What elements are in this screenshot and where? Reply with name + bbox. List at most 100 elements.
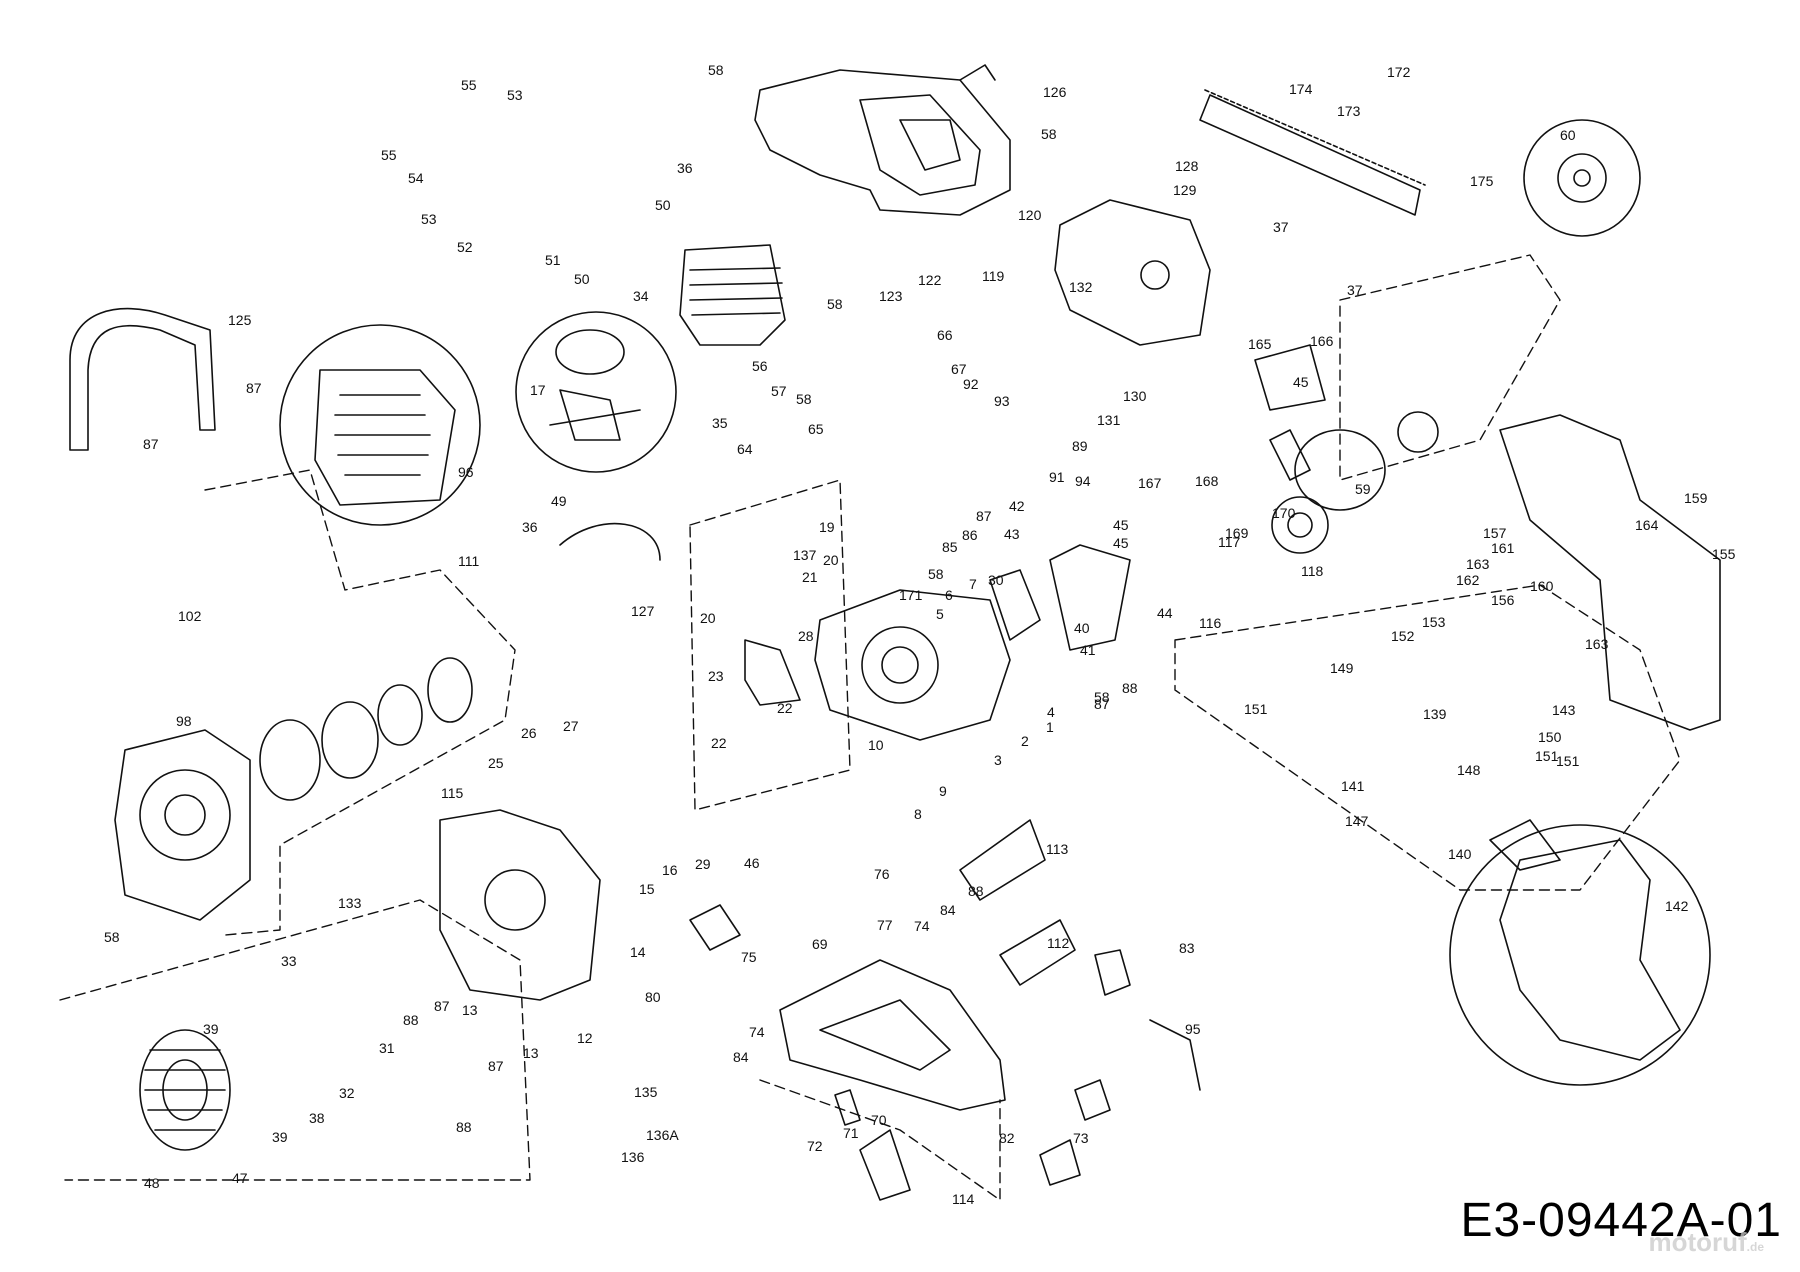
callout-label: 120	[1018, 207, 1042, 223]
callout-label: 52	[457, 239, 473, 255]
callout-label: 1	[1046, 719, 1054, 735]
callout-label: 72	[807, 1138, 823, 1154]
callout-label: 75	[741, 949, 757, 965]
small-parts	[559, 344, 1561, 1201]
callout-label: 12	[577, 1030, 593, 1046]
callout-label: 13	[462, 1002, 478, 1018]
callout-label: 14	[630, 944, 646, 960]
callout-label: 17	[530, 382, 546, 398]
callout-label: 136A	[646, 1127, 679, 1143]
callout-label: 48	[144, 1175, 160, 1191]
clutch-drum-circle	[1523, 119, 1641, 237]
callout-label: 23	[708, 668, 724, 684]
fan-housing-circle	[279, 324, 481, 526]
callout-label: 25	[488, 755, 504, 771]
callout-label: 87	[246, 380, 262, 396]
callout-label: 74	[914, 918, 930, 934]
callout-label: 112	[1047, 935, 1070, 951]
callout-label: 159	[1684, 490, 1708, 506]
diagram-part-code: E3-09442A-01	[1460, 1194, 1782, 1247]
callout-label: 140	[1448, 846, 1472, 862]
callout-label: 77	[877, 917, 893, 933]
callout-label: 93	[994, 393, 1010, 409]
rear-handle	[779, 959, 1006, 1111]
callout-label: 117	[1218, 534, 1241, 550]
callout-label: 153	[1422, 614, 1446, 630]
callout-label: 116	[1199, 615, 1222, 631]
crankcase	[814, 589, 1011, 741]
callout-label: 20	[823, 552, 839, 568]
callout-label: 163	[1585, 636, 1609, 652]
callout-label: 58	[928, 566, 944, 582]
callout-label: 92	[963, 376, 979, 392]
callout-label: 21	[802, 569, 818, 585]
callout-label: 151	[1535, 748, 1559, 764]
callout-label: 6	[945, 587, 953, 603]
callout-label: 35	[712, 415, 728, 431]
callout-label: 168	[1195, 473, 1219, 489]
callout-label: 43	[1004, 526, 1020, 542]
callout-label: 58	[104, 929, 120, 945]
callout-label: 169	[1225, 525, 1249, 541]
flywheel	[139, 1029, 231, 1151]
callout-label: 147	[1345, 813, 1369, 829]
callout-label: 131	[1097, 412, 1121, 428]
callout-label: 8	[914, 806, 922, 822]
callout-label: 88	[968, 883, 984, 899]
callout-label: 157	[1483, 525, 1507, 541]
callout-label: 86	[962, 527, 978, 543]
callout-label: 136	[621, 1149, 645, 1165]
callout-label: 135	[634, 1084, 658, 1100]
callout-label: 166	[1310, 333, 1334, 349]
callout-label: 175	[1470, 173, 1494, 189]
callout-label: 84	[733, 1049, 749, 1065]
callout-label: 89	[1072, 438, 1088, 454]
watermark-text: motoruf	[1648, 1227, 1747, 1257]
callout-label: 33	[281, 953, 297, 969]
callout-label: 151	[1556, 753, 1580, 769]
callout-label: 126	[1043, 84, 1067, 100]
callout-label: 123	[879, 288, 903, 304]
guide-bar	[1199, 89, 1426, 216]
callout-label: 58	[796, 391, 812, 407]
callout-label: 133	[338, 895, 362, 911]
callout-label: 55	[381, 147, 397, 163]
callout-label: 9	[939, 783, 947, 799]
callout-label: 29	[695, 856, 711, 872]
watermark-logo: motoruf.de	[1648, 1227, 1764, 1258]
callout-label: 125	[228, 312, 252, 328]
callout-label: 132	[1069, 279, 1093, 295]
callout-label: 49	[551, 493, 567, 509]
callout-label: 95	[1185, 1021, 1201, 1037]
cylinder	[679, 244, 786, 346]
group-boundaries	[59, 254, 1681, 1201]
callout-label: 39	[203, 1021, 219, 1037]
callout-label: 87	[976, 508, 992, 524]
callout-label: 128	[1175, 158, 1199, 174]
sprocket-cover	[1499, 414, 1721, 731]
callout-label: 4	[1047, 704, 1055, 720]
callout-label: 50	[574, 271, 590, 287]
callout-label: 19	[819, 519, 835, 535]
callout-label: 113	[1046, 841, 1069, 857]
callout-label: 65	[808, 421, 824, 437]
callout-label: 162	[1456, 572, 1480, 588]
callout-label: 111	[458, 553, 480, 569]
callout-label: 91	[1049, 469, 1065, 485]
callout-label: 148	[1457, 762, 1481, 778]
callout-label: 58	[708, 62, 724, 78]
callout-label: 172	[1387, 64, 1411, 80]
starter-assembly	[114, 657, 473, 921]
callout-label: 87	[1094, 696, 1110, 712]
callout-label: 15	[639, 881, 655, 897]
callout-label: 34	[633, 288, 649, 304]
callout-label: 5	[936, 606, 944, 622]
callout-label: 59	[1355, 481, 1371, 497]
callout-label: 47	[232, 1170, 248, 1186]
callout-label: 38	[309, 1110, 325, 1126]
callout-label: 57	[771, 383, 787, 399]
callout-label: 82	[999, 1130, 1015, 1146]
callout-label: 66	[937, 327, 953, 343]
callout-label: 122	[918, 272, 942, 288]
callout-label: 152	[1391, 628, 1415, 644]
